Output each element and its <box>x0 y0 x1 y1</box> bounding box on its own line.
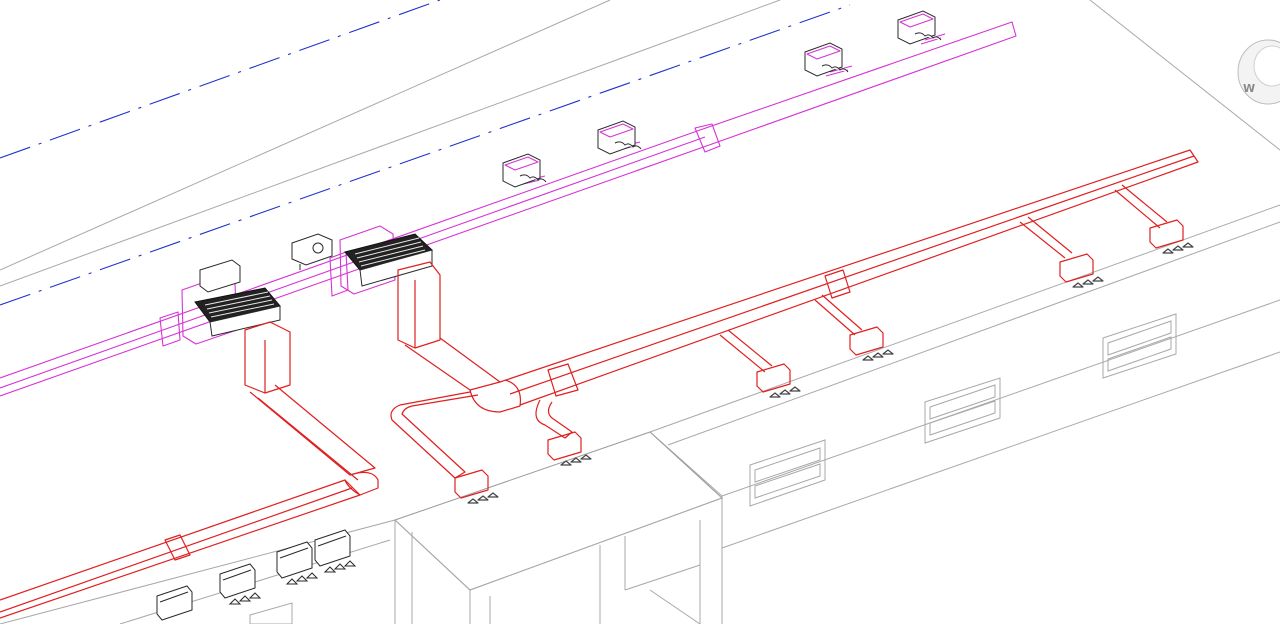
slab-edge-lower2 <box>721 351 1280 549</box>
roof-edge-right <box>1089 0 1280 151</box>
return-main-duct <box>0 21 1017 397</box>
wall-window <box>749 439 826 507</box>
supply-riser-right <box>397 261 441 349</box>
view-cube[interactable]: W <box>1237 39 1280 105</box>
supply-diffuser <box>547 431 592 466</box>
shaft-front <box>469 497 723 591</box>
roof-edge-far-inner <box>0 0 781 287</box>
roof-edge-far <box>0 0 611 271</box>
grid-line-b <box>0 4 851 306</box>
return-grille <box>897 10 942 45</box>
slab-edge-a <box>649 204 1280 433</box>
air-handling-unit-left[interactable] <box>181 259 281 345</box>
fan-coil-units <box>156 529 357 621</box>
supply-diffusers <box>454 219 1194 504</box>
slab-edge-b <box>667 221 1280 446</box>
wall-window <box>249 602 293 624</box>
fan-coil-unit <box>219 563 262 605</box>
fan-coil-unit <box>156 585 193 621</box>
wall-window <box>924 377 1001 444</box>
supply-duct-system <box>0 149 1199 619</box>
grid-lines <box>0 0 851 306</box>
return-grille <box>502 153 547 188</box>
supply-main-trunk <box>499 149 1199 406</box>
fan-coil-unit <box>276 541 319 585</box>
view-cube-face-label[interactable]: W <box>1243 82 1255 95</box>
supply-diffuser <box>1149 219 1194 254</box>
supply-main-left <box>0 479 361 619</box>
shaft-edge <box>394 519 471 591</box>
wall-window <box>1102 313 1177 379</box>
control-box <box>291 233 333 270</box>
return-duct-system <box>0 10 1017 397</box>
slab-edge-lower <box>721 299 1280 497</box>
supply-riser-left <box>244 321 291 394</box>
supply-diffuser <box>756 363 801 398</box>
supply-diffuser <box>454 469 499 504</box>
fan-coil-unit <box>314 529 357 573</box>
grid-line-a <box>0 0 441 159</box>
supply-run-left <box>249 384 376 476</box>
return-duct-transition <box>694 123 721 153</box>
air-handling-unit-right[interactable] <box>339 225 433 295</box>
supply-diffuser <box>1059 253 1104 288</box>
return-grille <box>597 120 642 155</box>
door-frame-5 <box>649 589 701 624</box>
return-grille <box>804 42 849 77</box>
door-frame-3 <box>624 564 701 591</box>
supply-diffuser <box>849 326 894 361</box>
